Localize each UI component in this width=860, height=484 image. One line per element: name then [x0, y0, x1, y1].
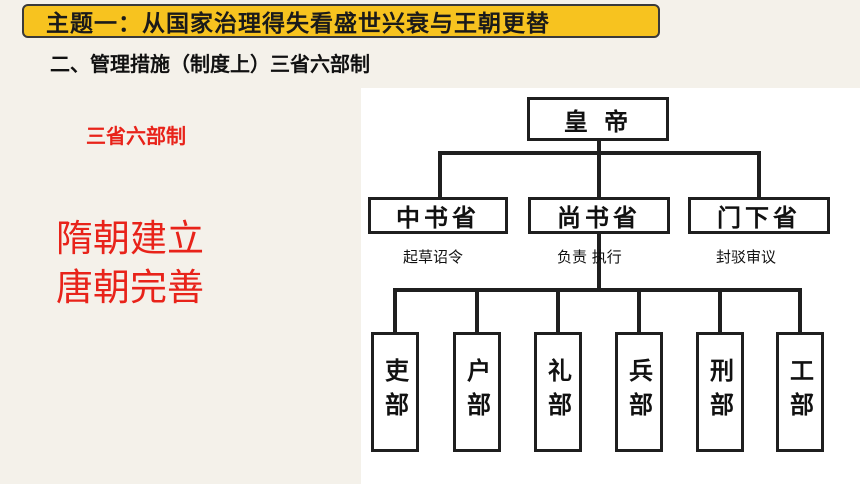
ministry-gong-box: 工部 — [776, 332, 824, 452]
province-shangshu-box: 尚书省 — [528, 197, 670, 234]
connector-ministry-3 — [556, 288, 560, 332]
topic-title: 主题一：从国家治理得失看盛世兴衰与王朝更替 — [46, 11, 550, 37]
emperor-box: 皇 帝 — [527, 97, 669, 141]
perfected-text: 唐朝完善 — [56, 266, 204, 309]
connector-ministry-4 — [637, 288, 641, 332]
established-text: 隋朝建立 — [56, 217, 204, 260]
ministry-li-rites-box: 礼部 — [534, 332, 582, 452]
topic-title-bar: 主题一：从国家治理得失看盛世兴衰与王朝更替 — [22, 4, 660, 38]
connector-shangshu-drop — [597, 151, 601, 199]
org-chart: 皇 帝 中书省 尚书省 门下省 起草诏令 负责 执行 封驳审议 吏部 户部 礼部… — [361, 88, 860, 484]
connector-menxia-drop — [757, 151, 761, 199]
ministry-li-personnel-box: 吏部 — [371, 332, 419, 452]
connector-ministry-5 — [718, 288, 722, 332]
ministry-bing-label: 兵部 — [624, 358, 654, 426]
ministry-xing-box: 刑部 — [696, 332, 744, 452]
connector-shangshu-down — [597, 232, 601, 290]
province-menxia-label: 门下省 — [717, 203, 801, 232]
ministry-xing-label: 刑部 — [705, 358, 735, 426]
ministry-gong-label: 工部 — [785, 358, 815, 426]
province-shangshu-label: 尚书省 — [557, 203, 641, 232]
province-zhongshu-box: 中书省 — [368, 197, 508, 234]
role-menxia: 封驳审议 — [716, 248, 777, 266]
role-shangshu: 负责 执行 — [557, 248, 622, 266]
ministry-li-rites-label: 礼部 — [543, 358, 573, 426]
province-menxia-box: 门下省 — [688, 197, 830, 234]
connector-zhongshu-drop — [438, 151, 442, 199]
role-zhongshu: 起草诏令 — [403, 248, 464, 266]
ministry-li-personnel-label: 吏部 — [380, 358, 410, 426]
system-label: 三省六部制 — [86, 124, 186, 148]
connector-ministries-bar — [393, 288, 802, 292]
ministry-hu-label: 户部 — [462, 358, 492, 426]
connector-emperor-down — [597, 139, 601, 153]
connector-ministry-6 — [798, 288, 802, 332]
emperor-label: 皇 帝 — [563, 106, 633, 136]
ministry-hu-box: 户部 — [453, 332, 501, 452]
section-subtitle: 二、管理措施（制度上）三省六部制 — [50, 52, 370, 76]
connector-ministry-2 — [475, 288, 479, 332]
connector-ministry-1 — [393, 288, 397, 332]
province-zhongshu-label: 中书省 — [396, 203, 480, 232]
ministry-bing-box: 兵部 — [615, 332, 663, 452]
